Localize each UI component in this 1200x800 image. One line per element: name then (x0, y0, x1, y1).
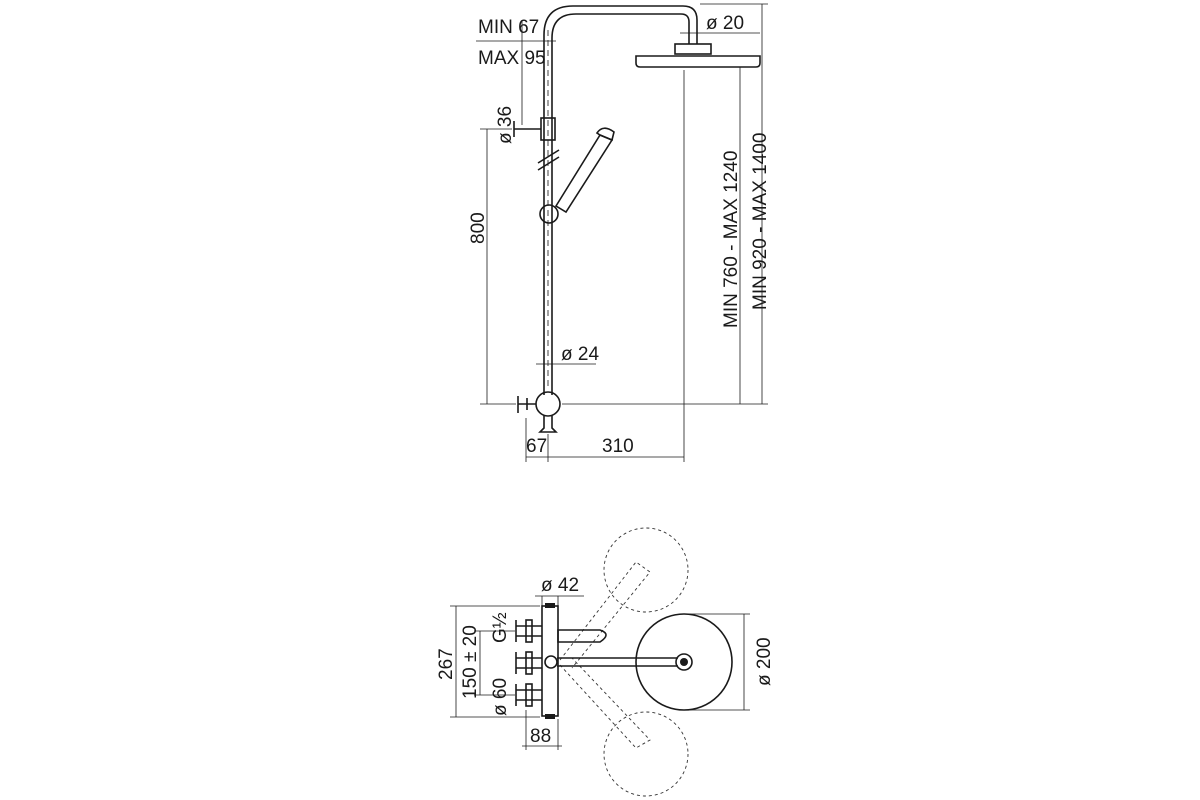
dim-mixer-dia: ø 42 (541, 575, 579, 596)
hand-shower-face (595, 127, 615, 142)
swing-circle-lower (603, 711, 689, 797)
dim-thread: G½ (490, 612, 511, 643)
inlet-lower (515, 683, 542, 707)
side-view: MIN 67 MAX 95 ø 20 ø 36 800 ø 24 67 310 … (468, 3, 771, 462)
dim-wall-offset: 67 (526, 436, 547, 457)
diverter-body (535, 391, 561, 417)
dim-depth: 88 (530, 726, 551, 747)
inlet-upper (515, 619, 542, 643)
mixer-cap-top (545, 603, 555, 608)
diverter-outlet (538, 416, 558, 433)
dim-min-offset: MIN 67 (478, 17, 539, 38)
riser-bar (543, 5, 698, 395)
dim-total-height: MIN 920 - MAX 1400 (750, 133, 771, 310)
dim-escutcheon-dia: ø 60 (490, 678, 511, 716)
arm-pivot (544, 655, 558, 669)
head-hub-center (680, 658, 688, 666)
swing-arm-upper (559, 561, 651, 669)
riser-bar-inner (551, 13, 690, 395)
dim-total-width: 267 (436, 648, 457, 680)
dim-max-offset: MAX 95 (478, 48, 546, 69)
top-view: ø 42 267 150 ± 20 G½ ø 60 88 ø 200 (436, 527, 775, 797)
inlet-middle (515, 651, 542, 675)
dim-reach: 310 (602, 436, 634, 457)
mixer-handle (557, 629, 607, 643)
mixer-cap-bottom (545, 714, 555, 719)
overhead-shower-head (635, 55, 761, 68)
dim-arm-dia: ø 20 (706, 13, 744, 34)
slider-knob (539, 204, 559, 224)
break-mark (537, 156, 560, 171)
head-connector (674, 43, 712, 55)
hand-shower (554, 133, 614, 214)
dim-bracket-dia: ø 36 (495, 106, 516, 144)
dim-centers: 150 ± 20 (460, 625, 481, 699)
break-mark (537, 149, 560, 164)
dim-head-dia: ø 200 (754, 637, 775, 686)
head-hub (675, 653, 693, 671)
swing-circle-upper (603, 527, 689, 613)
dim-head-height: MIN 760 - MAX 1240 (721, 151, 742, 328)
swing-arm-lower (559, 657, 651, 749)
dim-slide-length: 800 (468, 212, 489, 244)
dim-bar-dia: ø 24 (561, 344, 599, 365)
